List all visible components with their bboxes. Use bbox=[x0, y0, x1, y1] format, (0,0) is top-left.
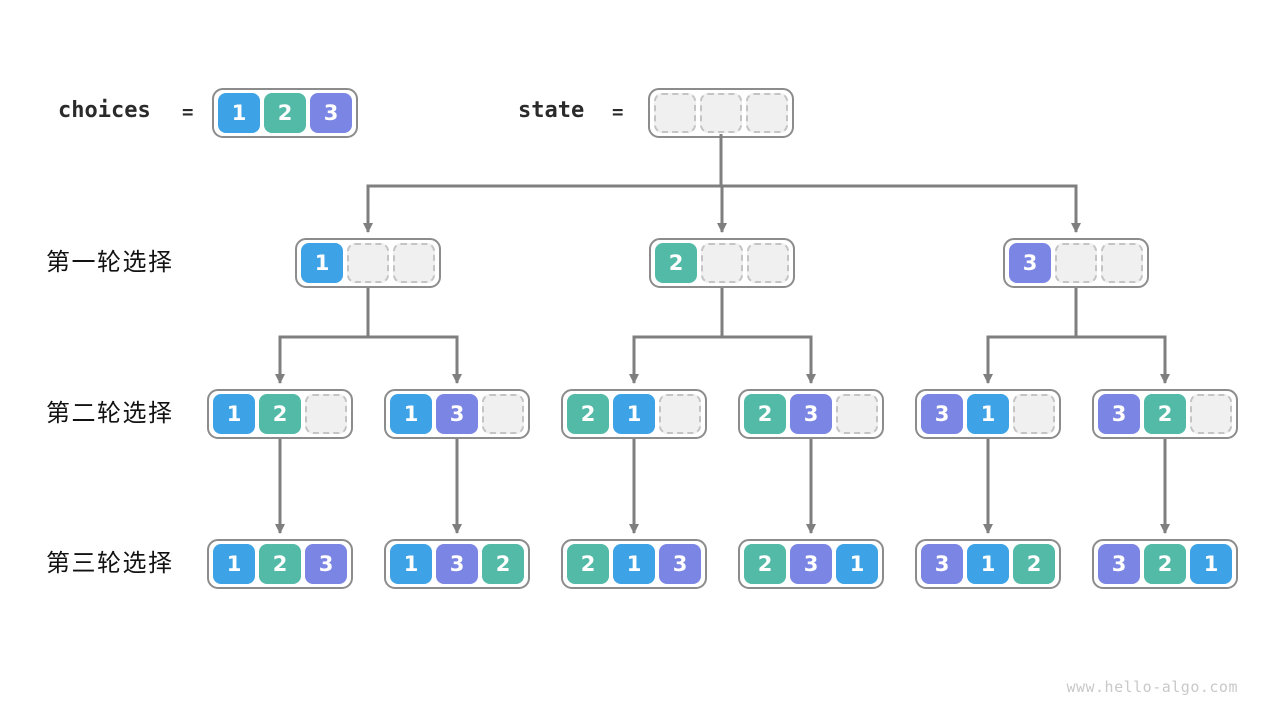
empty-cell bbox=[836, 394, 878, 434]
watermark: www.hello-algo.com bbox=[1066, 678, 1238, 696]
value-cell-2: 2 bbox=[744, 544, 786, 584]
empty-cell bbox=[654, 93, 696, 133]
value-cell-2: 2 bbox=[1144, 544, 1186, 584]
value-cell-2: 2 bbox=[744, 394, 786, 434]
empty-cell bbox=[1101, 243, 1143, 283]
array-box-round1-3: 3 bbox=[1003, 238, 1149, 288]
empty-cell bbox=[659, 394, 701, 434]
value-cell-1: 1 bbox=[613, 544, 655, 584]
choices-equals-sign: = bbox=[182, 101, 194, 123]
value-cell-2: 2 bbox=[482, 544, 524, 584]
tree-arrows bbox=[275, 134, 1170, 534]
value-cell-1: 1 bbox=[213, 544, 255, 584]
value-cell-3: 3 bbox=[921, 544, 963, 584]
array-box-round1-2: 2 bbox=[649, 238, 795, 288]
value-cell-2: 2 bbox=[655, 243, 697, 283]
value-cell-1: 1 bbox=[218, 93, 260, 133]
row-label-round-1: 第一轮选择 bbox=[46, 249, 174, 276]
value-cell-2: 2 bbox=[259, 544, 301, 584]
value-cell-1: 1 bbox=[836, 544, 878, 584]
empty-cell bbox=[700, 93, 742, 133]
value-cell-3: 3 bbox=[1009, 243, 1051, 283]
empty-cell bbox=[1013, 394, 1055, 434]
choices-label: choices bbox=[58, 98, 151, 123]
value-cell-3: 3 bbox=[1098, 544, 1140, 584]
empty-cell bbox=[1190, 394, 1232, 434]
state-label: state bbox=[518, 98, 585, 123]
value-cell-1: 1 bbox=[967, 394, 1009, 434]
value-cell-3: 3 bbox=[436, 544, 478, 584]
value-cell-3: 3 bbox=[305, 544, 347, 584]
value-cell-1: 1 bbox=[1190, 544, 1232, 584]
value-cell-2: 2 bbox=[264, 93, 306, 133]
row-label-round-3: 第三轮选择 bbox=[46, 550, 174, 577]
value-cell-3: 3 bbox=[921, 394, 963, 434]
value-cell-2: 2 bbox=[567, 544, 609, 584]
empty-cell bbox=[746, 93, 788, 133]
value-cell-2: 2 bbox=[1013, 544, 1055, 584]
value-cell-2: 2 bbox=[567, 394, 609, 434]
empty-cell bbox=[1055, 243, 1097, 283]
value-cell-1: 1 bbox=[390, 394, 432, 434]
value-cell-1: 1 bbox=[967, 544, 1009, 584]
value-cell-1: 1 bbox=[613, 394, 655, 434]
state-equals-sign: = bbox=[612, 101, 624, 123]
empty-cell bbox=[347, 243, 389, 283]
empty-cell bbox=[393, 243, 435, 283]
row-label-round-2: 第二轮选择 bbox=[46, 400, 174, 427]
value-cell-3: 3 bbox=[310, 93, 352, 133]
empty-cell bbox=[305, 394, 347, 434]
empty-cell bbox=[747, 243, 789, 283]
value-cell-1: 1 bbox=[213, 394, 255, 434]
value-cell-3: 3 bbox=[790, 544, 832, 584]
value-cell-2: 2 bbox=[1144, 394, 1186, 434]
value-cell-3: 3 bbox=[659, 544, 701, 584]
empty-cell bbox=[482, 394, 524, 434]
array-box-round1-1: 1 bbox=[295, 238, 441, 288]
value-cell-1: 1 bbox=[390, 544, 432, 584]
value-cell-3: 3 bbox=[436, 394, 478, 434]
value-cell-1: 1 bbox=[301, 243, 343, 283]
value-cell-3: 3 bbox=[790, 394, 832, 434]
value-cell-3: 3 bbox=[1098, 394, 1140, 434]
empty-cell bbox=[701, 243, 743, 283]
value-cell-2: 2 bbox=[259, 394, 301, 434]
state-array-box bbox=[648, 88, 794, 138]
